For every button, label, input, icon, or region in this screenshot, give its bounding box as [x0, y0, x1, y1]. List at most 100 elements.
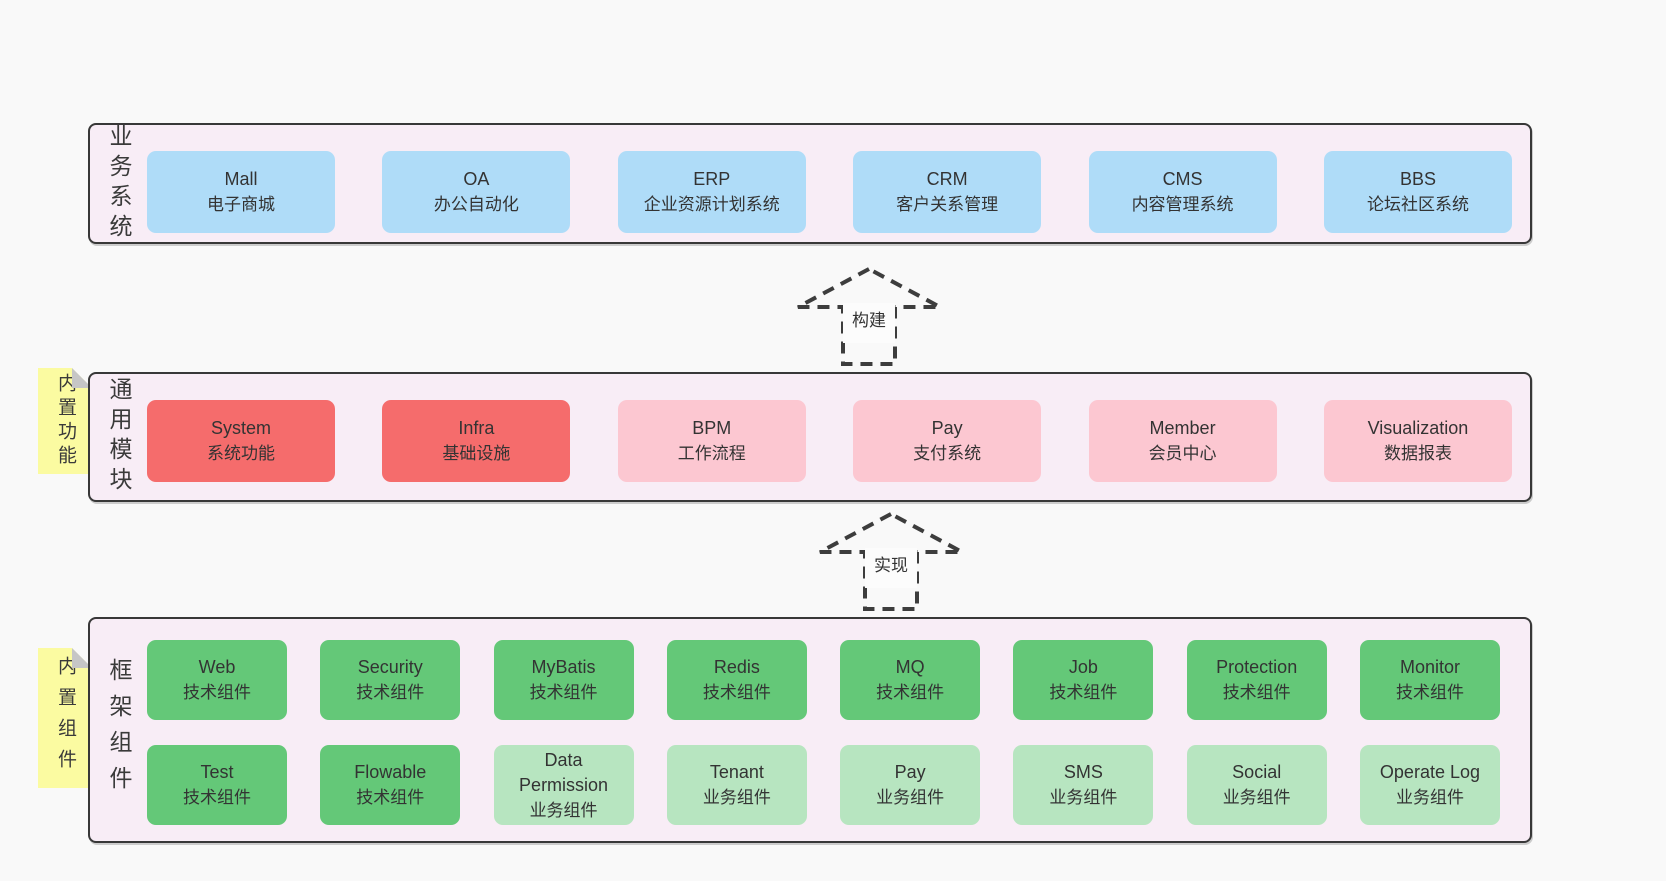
box-subtitle: 技术组件 [876, 683, 945, 702]
box-subtitle: 客户关系管理 [896, 195, 999, 214]
box-subtitle: 技术组件 [1395, 683, 1464, 702]
box-title: Job [1068, 657, 1098, 677]
box-oa: OA 办公自动化 [382, 151, 571, 233]
box-subtitle: 业务组件 [529, 800, 598, 820]
box-monitor: Monitor 技术组件 [1359, 640, 1500, 720]
layer-business-systems-label: 业务系统 [106, 123, 132, 244]
box-data-permission: Data Permission 业务组件 [493, 745, 634, 825]
box-title: Tenant [709, 762, 764, 782]
box-title: ERP [693, 169, 731, 189]
box-operate-log: Operate Log 业务组件 [1359, 745, 1500, 825]
box-mybatis: MyBatis 技术组件 [493, 640, 634, 720]
box-title: MQ [895, 657, 925, 677]
box-subtitle: 技术组件 [1049, 683, 1118, 702]
box-title: MyBatis [531, 657, 596, 677]
box-subtitle: 工作流程 [677, 444, 746, 463]
box-subtitle: 办公自动化 [433, 195, 519, 214]
box-title: OA [463, 169, 490, 189]
box-web: Web 技术组件 [147, 640, 287, 720]
box-pay-business: Pay 业务组件 [840, 745, 981, 825]
box-subtitle: 业务组件 [1222, 788, 1291, 807]
box-subtitle: 论坛社区系统 [1366, 195, 1469, 214]
arrow-implement: 实现 [816, 511, 966, 613]
box-pay: Pay 支付系统 [853, 400, 1042, 482]
box-tenant: Tenant 业务组件 [666, 745, 807, 825]
box-subtitle: 技术组件 [702, 683, 771, 702]
box-subtitle: 支付系统 [913, 444, 982, 463]
box-title: Social [1232, 762, 1282, 782]
layer-common-modules: 通用模块 System 系统功能 Infra 基础设施 BPM 工作流程 Pay 支付系统 Me… [88, 372, 1532, 502]
box-subtitle: 企业资源计划系统 [643, 195, 780, 214]
box-subtitle: 技术组件 [183, 788, 251, 807]
dashed-up-arrow-icon [797, 266, 941, 366]
sticky-note-builtin-components: 内置组件 [38, 648, 92, 788]
arrow-build-label: 构建 [843, 303, 895, 343]
box-cms: CMS 内容管理系统 [1088, 151, 1277, 233]
box-erp: ERP 企业资源计划系统 [617, 151, 806, 233]
box-title: Redis [713, 657, 760, 677]
box-redis: Redis 技术组件 [666, 640, 807, 720]
box-title: CRM [926, 169, 968, 189]
box-title: Mall [224, 169, 258, 189]
box-title: Protection [1216, 657, 1298, 677]
sticky-note-builtin-components-text: 内置组件 [55, 656, 76, 780]
box-subtitle: 基础设施 [442, 444, 511, 463]
box-title: Pay [894, 762, 926, 782]
box-sms: SMS 业务组件 [1013, 745, 1154, 825]
box-title: Visualization [1367, 418, 1469, 438]
box-system: System 系统功能 [147, 400, 335, 482]
box-title: Operate Log [1379, 762, 1480, 782]
box-title: Test [200, 762, 234, 782]
box-subtitle: 数据报表 [1383, 444, 1452, 463]
box-subtitle: 技术组件 [183, 683, 251, 702]
box-bpm: BPM 工作流程 [617, 400, 806, 482]
box-subtitle: 业务组件 [702, 788, 771, 807]
box-title: Web [198, 657, 236, 677]
box-mq: MQ 技术组件 [840, 640, 981, 720]
box-infra: Infra 基础设施 [382, 400, 571, 482]
box-title: System [210, 418, 271, 438]
box-subtitle: 系统功能 [207, 444, 275, 463]
box-title: Monitor [1399, 657, 1460, 677]
layer-framework-components-label: 框架组件 [106, 658, 132, 802]
box-subtitle: 业务组件 [1395, 788, 1464, 807]
box-title: Flowable [354, 762, 427, 782]
box-title: Infra [458, 418, 495, 438]
sticky-note-builtin-features: 内置功能 [38, 368, 92, 474]
box-flowable: Flowable 技术组件 [320, 745, 461, 825]
box-visualization: Visualization 数据报表 [1323, 400, 1512, 482]
box-title: Pay [931, 418, 963, 438]
layer-common-modules-label: 通用模块 [106, 377, 132, 497]
box-bbs: BBS 论坛社区系统 [1323, 151, 1512, 233]
box-title: CMS [1162, 169, 1203, 189]
box-subtitle: 电子商城 [207, 195, 275, 214]
box-title: BBS [1399, 169, 1436, 189]
arrow-implement-label: 实现 [865, 548, 917, 588]
box-subtitle: 技术组件 [356, 788, 425, 807]
box-title: SMS [1063, 762, 1103, 782]
dashed-up-arrow-icon [819, 511, 963, 611]
business-box-row: Mall 电子商城 OA 办公自动化 ERP 企业资源计划系统 CRM 客户关系管理 CMS 内容… [147, 151, 1512, 233]
box-title: BPM [692, 418, 732, 438]
arrow-build: 构建 [794, 266, 944, 368]
box-subtitle: 技术组件 [529, 683, 598, 702]
sticky-note-builtin-features-text: 内置功能 [55, 373, 76, 469]
box-subtitle: 业务组件 [1049, 788, 1118, 807]
box-subtitle: 技术组件 [356, 683, 425, 702]
box-title: Data Permission [519, 749, 609, 795]
box-mall: Mall 电子商城 [147, 151, 335, 233]
box-subtitle: 内容管理系统 [1131, 195, 1234, 214]
box-subtitle: 会员中心 [1148, 444, 1217, 463]
box-social: Social 业务组件 [1186, 745, 1327, 825]
box-crm: CRM 客户关系管理 [853, 151, 1042, 233]
box-subtitle: 业务组件 [876, 788, 945, 807]
layer-business-systems: 业务系统 Mall 电子商城 OA 办公自动化 ERP 企业资源计划系统 CRM 客户关系管理… [88, 123, 1532, 244]
